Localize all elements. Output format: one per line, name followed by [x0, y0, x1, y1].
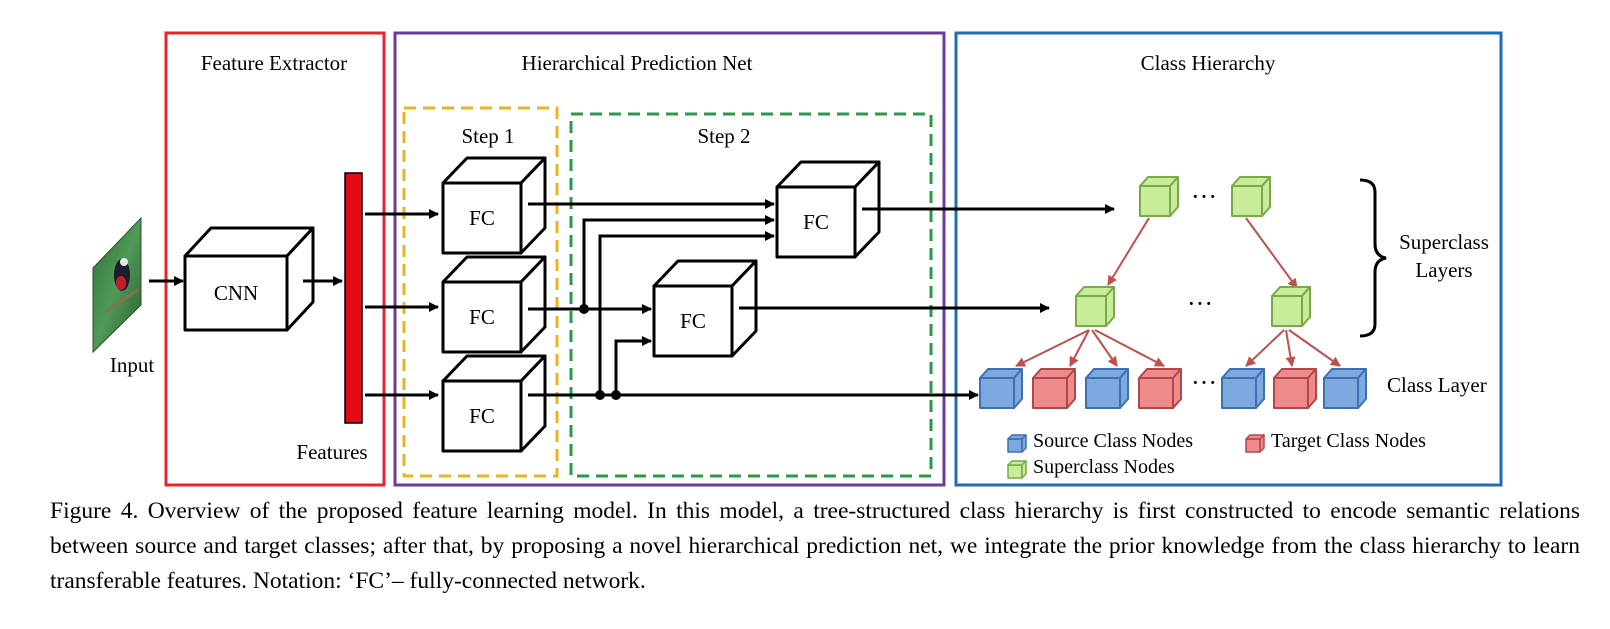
fc-step1-mid-label: FC [469, 305, 495, 329]
fc-step1-top-label: FC [469, 206, 495, 230]
superclass-node [1139, 176, 1179, 217]
model-diagram: Feature Extractor Hierarchical Predictio… [92, 31, 1503, 487]
ellipsis-mid: ··· [1187, 289, 1213, 318]
legend-source-icon [1007, 434, 1027, 453]
legend-target-icon [1245, 434, 1265, 453]
fc-step2-mid [652, 259, 758, 358]
fc-step2-top-label: FC [803, 210, 829, 234]
superclass-node [1231, 176, 1271, 217]
target-class-node [1032, 368, 1076, 409]
junction-dots [579, 304, 621, 400]
superclass-brace [1359, 178, 1387, 338]
step2-label: Step 2 [697, 124, 750, 148]
fc-step1-mid [441, 255, 547, 354]
legend-superclass-icon [1007, 460, 1027, 479]
input-image [92, 216, 142, 354]
figure-caption: Figure 4. Overview of the proposed featu… [50, 498, 1580, 594]
source-class-node [1323, 368, 1367, 409]
step2-region [569, 112, 933, 478]
ellipsis-top: ··· [1191, 182, 1217, 211]
feature-extractor-title: Feature Extractor [201, 51, 347, 75]
fc-step2-mid-label: FC [680, 309, 706, 333]
target-class-node [1138, 368, 1182, 409]
superclass-node [1075, 286, 1115, 327]
target-class-node [1273, 368, 1317, 409]
legend: Source Class Nodes Target Class Nodes Su… [1007, 430, 1426, 479]
hierarchy-edges [1015, 217, 1341, 367]
step1-region [402, 106, 559, 478]
fc-step1-bot-label: FC [469, 404, 495, 428]
source-class-node [1221, 368, 1265, 409]
superclass-layers-label-2: Layers [1415, 258, 1472, 282]
class-hierarchy-panel [954, 31, 1503, 487]
superclass-node [1271, 286, 1311, 327]
legend-target-label: Target Class Nodes [1271, 430, 1426, 452]
cnn-label: CNN [214, 281, 258, 305]
ellipsis-class: ··· [1191, 368, 1217, 397]
source-class-node [979, 368, 1023, 409]
cnn-block [183, 226, 315, 332]
input-label: Input [110, 353, 154, 377]
class-hierarchy-title: Class Hierarchy [1141, 51, 1276, 75]
features-label: Features [296, 440, 367, 464]
prediction-net-panel [393, 31, 946, 487]
superclass-layers-label-1: Superclass [1399, 230, 1489, 254]
fc-step1-bot [441, 354, 547, 453]
source-class-node [1085, 368, 1129, 409]
step1-label: Step 1 [461, 124, 514, 148]
features-bar [344, 172, 363, 424]
feature-extractor-panel [164, 31, 386, 487]
prediction-net-title: Hierarchical Prediction Net [522, 51, 753, 75]
legend-superclass-label: Superclass Nodes [1033, 456, 1175, 478]
class-layer-label: Class Layer [1387, 373, 1487, 397]
legend-source-label: Source Class Nodes [1033, 430, 1193, 452]
